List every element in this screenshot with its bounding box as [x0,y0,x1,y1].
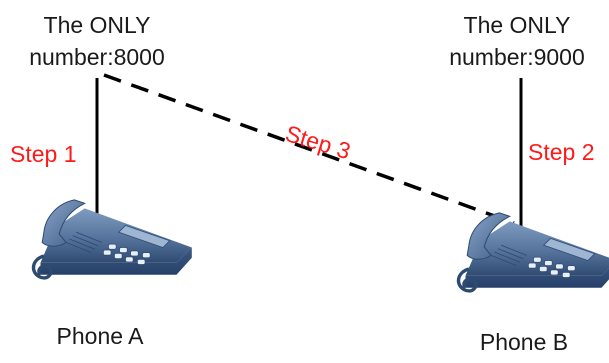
step-1-label: Step 1 [10,141,77,167]
phone-b-number-line2: number:9000 [449,44,585,70]
phone-b-caption: Phone B [479,329,569,355]
phone-b-icon [456,211,609,293]
phone-b-number-line1: The ONLY [463,12,571,38]
step-2-label: Step 2 [528,139,595,165]
phone-a-icon [31,198,194,280]
dashed-connection-line [103,73,515,225]
phone-a-number-line2: number:8000 [29,44,165,70]
phone-a-number-line1: The ONLY [43,12,151,38]
phone-a-caption: Phone A [56,323,144,349]
